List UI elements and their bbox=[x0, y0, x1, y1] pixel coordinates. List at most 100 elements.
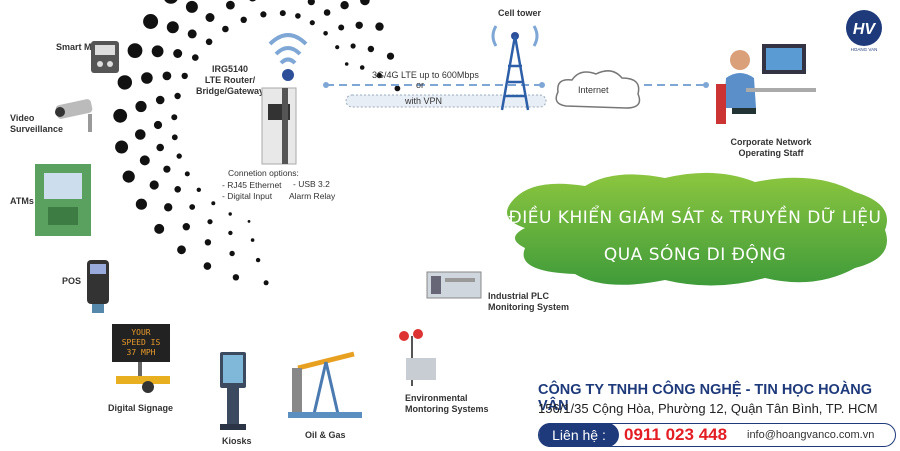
arc-dot bbox=[307, 0, 315, 6]
arc-dot bbox=[154, 223, 165, 234]
green-cloud-banner bbox=[507, 172, 887, 286]
connection-options-title: Connetion options: bbox=[228, 168, 299, 178]
arc-dot bbox=[249, 0, 256, 2]
banner-line-1: ĐIỀU KHIỂN GIÁM SÁT & TRUYỀN DỮ LIỆU bbox=[508, 208, 882, 228]
plc-icon bbox=[426, 271, 482, 299]
arc-dot bbox=[338, 24, 345, 31]
arc-dot bbox=[375, 22, 384, 31]
company-name: CÔNG TY TNHH CÔNG NGHỆ - TIN HỌC HOÀNG V… bbox=[538, 382, 873, 414]
arc-dot bbox=[117, 75, 132, 90]
plc-label: Industrial PLC Monitoring System bbox=[488, 291, 570, 312]
arc-dot bbox=[204, 239, 212, 246]
kiosks-label: Kiosks bbox=[222, 436, 252, 446]
digital-signage-label: Digital Signage bbox=[108, 403, 174, 413]
arc-dot bbox=[163, 165, 171, 173]
arc-dot bbox=[394, 85, 401, 92]
arc-dot bbox=[376, 72, 382, 79]
arc-dot bbox=[151, 45, 164, 58]
internet-cloud-icon bbox=[555, 70, 641, 109]
arc-dot bbox=[166, 21, 179, 34]
arc-dot bbox=[171, 114, 178, 121]
arc-dot bbox=[226, 0, 235, 10]
arc-dot bbox=[174, 186, 181, 193]
option-digital-input: - Digital Input bbox=[222, 191, 273, 201]
atms-label: ATMs bbox=[10, 196, 34, 206]
arc-dot bbox=[229, 250, 235, 257]
pos-terminal-icon bbox=[87, 260, 109, 313]
arc-dot bbox=[207, 219, 213, 225]
smart-meter-icon bbox=[91, 41, 119, 73]
arc-dot bbox=[295, 13, 301, 19]
or-label: or bbox=[416, 80, 425, 90]
svg-text:HOANG VAN: HOANG VAN bbox=[851, 47, 878, 52]
arc-dot bbox=[185, 0, 198, 13]
arc-dot bbox=[181, 72, 188, 80]
arc-dot bbox=[240, 16, 247, 23]
signage-trailer-icon bbox=[116, 362, 170, 393]
arc-dot bbox=[164, 0, 178, 4]
arc-dot bbox=[135, 100, 147, 113]
arc-dot bbox=[350, 43, 356, 49]
arc-dot bbox=[247, 220, 251, 223]
arc-dot bbox=[196, 187, 201, 192]
arc-dot bbox=[228, 212, 232, 216]
arc-dot bbox=[171, 134, 178, 141]
arc-dot bbox=[122, 170, 135, 183]
atm-icon bbox=[35, 164, 91, 236]
arc-dot bbox=[279, 10, 286, 17]
arc-dot bbox=[115, 140, 129, 154]
internet-link-line bbox=[644, 82, 709, 88]
arc-dot bbox=[192, 54, 199, 61]
arc-dot bbox=[255, 257, 261, 263]
signage-screen: YOUR SPEED IS 37 MPH bbox=[112, 324, 170, 362]
router-device-icon bbox=[261, 87, 297, 165]
arc-dot bbox=[135, 129, 146, 140]
arc-dot bbox=[113, 108, 128, 123]
router-name: IRG5140 bbox=[211, 64, 249, 74]
internet-label: Internet bbox=[578, 85, 609, 95]
arc-dot bbox=[260, 11, 267, 18]
arc-dot bbox=[139, 155, 150, 166]
vpn-label: with VPN bbox=[405, 96, 443, 106]
arc-dot bbox=[367, 45, 375, 53]
arc-dot bbox=[222, 25, 229, 33]
arc-dot bbox=[205, 38, 213, 46]
arc-dot bbox=[141, 72, 153, 84]
arc-dot bbox=[359, 65, 365, 70]
oil-pump-icon bbox=[288, 351, 362, 418]
option-alarm-relay: Alarm Relay bbox=[289, 191, 336, 201]
arc-dot bbox=[164, 203, 173, 212]
corporate-label: Corporate Network Operating Staff bbox=[730, 137, 812, 158]
option-rj45: - RJ45 Ethernet bbox=[222, 180, 282, 190]
arc-dot bbox=[309, 20, 315, 26]
smart-meter-label: Smart Meter bbox=[56, 42, 109, 52]
arc-dot bbox=[135, 198, 147, 210]
arc-dot bbox=[127, 43, 143, 58]
cell-tower-icon bbox=[491, 25, 539, 111]
arc-dot bbox=[187, 29, 197, 39]
arc-dot bbox=[386, 52, 395, 60]
arc-dot bbox=[149, 180, 159, 190]
lte-speed-label: 3G/4G LTE up to 600Mbps bbox=[372, 70, 479, 80]
contact-label: Liên hệ : bbox=[539, 423, 619, 447]
wifi-signal-icon bbox=[268, 33, 308, 81]
arc-dot bbox=[203, 262, 212, 270]
arc-dot bbox=[355, 21, 363, 29]
arc-dot bbox=[323, 9, 331, 16]
email-link[interactable]: info@hoangvanco.com.vn bbox=[747, 429, 875, 441]
oil-gas-label: Oil & Gas bbox=[305, 430, 346, 440]
pos-label: POS bbox=[62, 276, 82, 286]
camera-icon bbox=[55, 99, 93, 132]
environmental-label: Environmental Montoring Systems bbox=[405, 393, 489, 414]
weather-station-icon bbox=[399, 329, 436, 386]
phone-number[interactable]: 0911 023 448 bbox=[624, 425, 728, 444]
video-surveillance-label: Video Surveillance bbox=[10, 113, 64, 134]
arc-dot bbox=[189, 204, 196, 210]
arc-dot bbox=[205, 13, 215, 22]
lte-link-line bbox=[323, 82, 547, 108]
router-description: LTE Router/ Bridge/Gateway bbox=[195, 75, 265, 96]
arc-dot bbox=[153, 120, 163, 130]
banner-line-2: QUA SÓNG DI ĐỘNG bbox=[603, 245, 787, 265]
cell-tower-label: Cell tower bbox=[498, 8, 542, 18]
